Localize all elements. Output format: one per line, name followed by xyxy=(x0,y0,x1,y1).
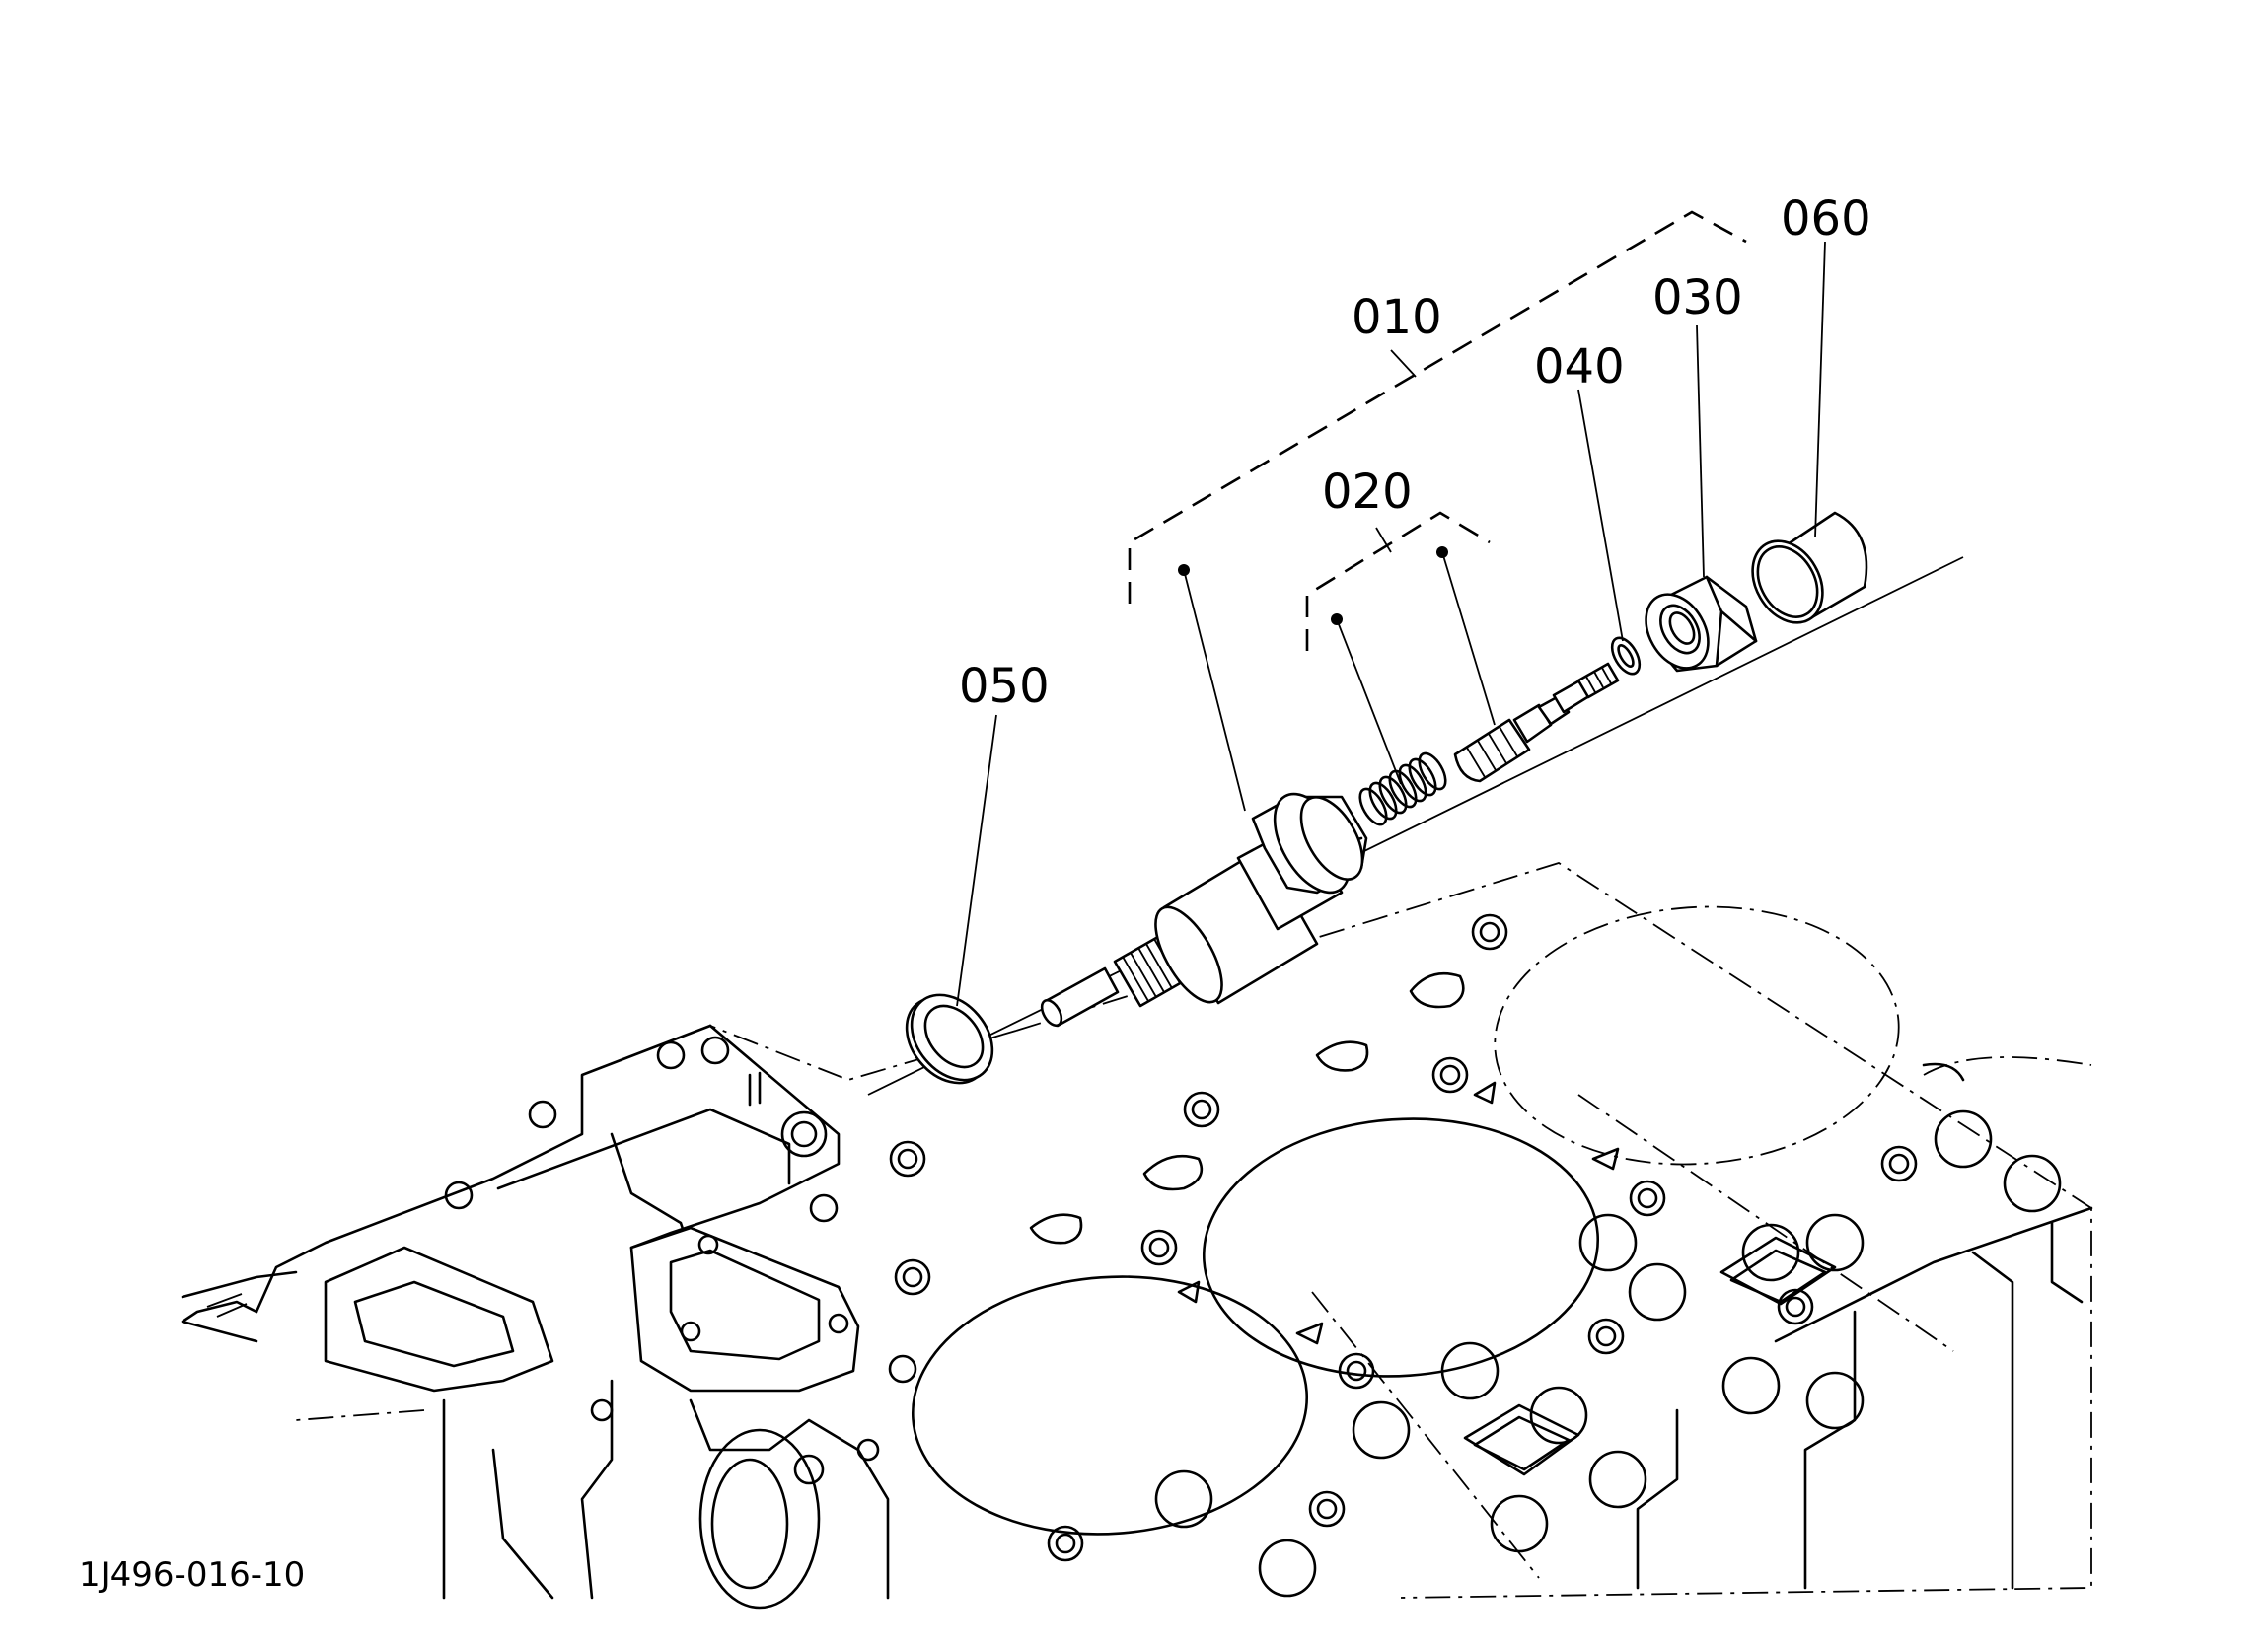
callout-010: 010 xyxy=(1352,290,1442,345)
callout-060: 060 xyxy=(1781,191,1871,247)
water-holes xyxy=(1154,1109,2062,1598)
nut xyxy=(1645,575,1758,673)
engine-block-drawing xyxy=(181,862,2093,1610)
callout-050: 050 xyxy=(959,659,1050,714)
plunger xyxy=(1453,662,1620,783)
spring xyxy=(1358,751,1447,826)
washer xyxy=(905,993,994,1085)
callout-030: 030 xyxy=(1652,270,1743,325)
callout-020: 020 xyxy=(1322,465,1413,520)
bolt-holes xyxy=(444,913,1918,1562)
callout-040: 040 xyxy=(1534,339,1625,394)
assembly-axis xyxy=(867,556,1964,1096)
cap xyxy=(1751,511,1868,624)
bracket-010 xyxy=(1128,210,1747,604)
figure-code: 1J496-016-10 xyxy=(79,1555,305,1595)
o-ring xyxy=(1610,636,1642,676)
leader-lines xyxy=(956,241,1826,1007)
bracket-020 xyxy=(1305,511,1491,651)
valve-body xyxy=(1040,792,1368,1028)
